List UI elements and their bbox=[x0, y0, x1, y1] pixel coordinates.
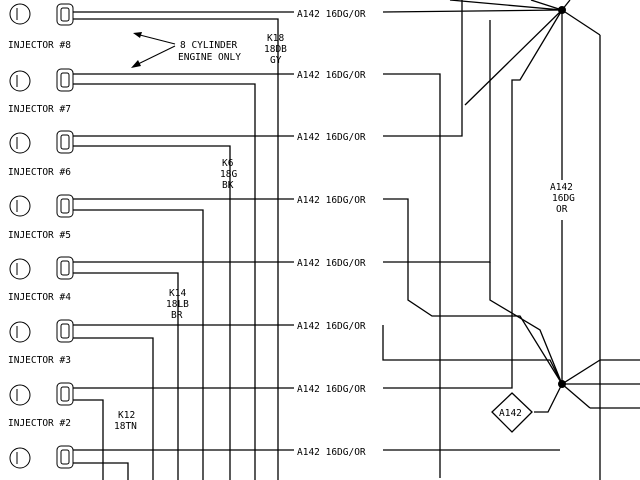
svg-text:18TN: 18TN bbox=[114, 421, 137, 432]
wire-label-k12: K12 18TN bbox=[114, 410, 137, 432]
svg-text:18LB: 18LB bbox=[166, 299, 189, 310]
reference-label: A142 bbox=[499, 408, 522, 419]
injector-6-wire-label: A142 16DG/OR bbox=[297, 132, 366, 143]
svg-text:K18: K18 bbox=[267, 33, 284, 44]
wire-label-k6: K6 18G BK bbox=[220, 158, 237, 191]
wire-label-a142-vertical: A142 16DG OR bbox=[548, 180, 580, 220]
svg-text:18DB: 18DB bbox=[264, 44, 287, 55]
injector-8-symbol bbox=[9, 3, 31, 25]
svg-text:BK: BK bbox=[222, 180, 234, 191]
injector-4-label: INJECTOR #4 bbox=[8, 292, 71, 303]
injector-7-connector-body bbox=[60, 72, 70, 88]
wire-label-k14: K14 18LB BR bbox=[166, 288, 189, 321]
injector-5-connector-body bbox=[60, 198, 70, 214]
note-arrow-up bbox=[135, 33, 176, 45]
note-line-1: 8 CYLINDER bbox=[180, 40, 237, 51]
reference-diamond bbox=[491, 392, 533, 433]
injector-1-symbol bbox=[9, 447, 31, 469]
injector-3-wire-label: A142 16DG/OR bbox=[297, 321, 366, 332]
injector-2-wire-label: A142 16DG/OR bbox=[297, 384, 366, 395]
injector-7-label: INJECTOR #7 bbox=[8, 104, 71, 115]
injector-6-connector-body bbox=[60, 134, 70, 150]
top-splice-dot bbox=[558, 6, 566, 14]
svg-text:OR: OR bbox=[556, 204, 568, 215]
injector-1[interactable]: A142 16DG/OR bbox=[9, 445, 366, 469]
injector-4-connector bbox=[56, 256, 74, 280]
injector-6-connector bbox=[56, 130, 74, 154]
svg-text:K14: K14 bbox=[169, 288, 186, 299]
svg-text:A142: A142 bbox=[550, 182, 573, 193]
injector-1-connector bbox=[56, 445, 74, 469]
injector-4-connector-body bbox=[60, 260, 70, 276]
injector-2[interactable]: INJECTOR #2 A142 16DG/OR bbox=[8, 382, 366, 429]
note-line-2: ENGINE ONLY bbox=[178, 52, 241, 63]
injector-5-wire-label: A142 16DG/OR bbox=[297, 195, 366, 206]
injector-7[interactable]: INJECTOR #7 A142 16DG/OR bbox=[8, 68, 366, 115]
injector-8-connector-body bbox=[60, 7, 70, 22]
injector-1-wire-label: A142 16DG/OR bbox=[297, 447, 366, 458]
injector-7-connector bbox=[56, 68, 74, 92]
injector-8-wire-label: A142 16DG/OR bbox=[297, 9, 366, 20]
injector-7-wire-label: A142 16DG/OR bbox=[297, 70, 366, 81]
note-arrow-down bbox=[133, 45, 176, 67]
svg-text:GY: GY bbox=[270, 55, 282, 66]
injector-6-label: INJECTOR #6 bbox=[8, 167, 71, 178]
injector-1-connector-body bbox=[60, 449, 70, 465]
injector-5-label: INJECTOR #5 bbox=[8, 230, 71, 241]
injector-4-symbol bbox=[9, 258, 31, 280]
injector-8[interactable]: INJECTOR #8 A142 16DG/OR bbox=[8, 3, 366, 51]
note-arrowhead-down bbox=[131, 60, 141, 68]
injector-5[interactable]: INJECTOR #5 A142 16DG/OR bbox=[8, 194, 366, 241]
svg-text:K6: K6 bbox=[222, 158, 234, 169]
injector-6[interactable]: INJECTOR #6 A142 16DG/OR bbox=[8, 130, 366, 178]
injector-7-symbol bbox=[9, 70, 31, 92]
injector-3-label: INJECTOR #3 bbox=[8, 355, 71, 366]
injector-5-symbol bbox=[9, 195, 31, 217]
cylinder-note: 8 CYLINDER ENGINE ONLY bbox=[131, 32, 241, 68]
injector-2-label: INJECTOR #2 bbox=[8, 418, 71, 429]
svg-text:18G: 18G bbox=[220, 169, 237, 180]
bottom-splice-dot bbox=[558, 380, 566, 388]
injector-8-connector bbox=[56, 3, 74, 26]
injector-5-connector bbox=[56, 194, 74, 218]
injector-2-connector-body bbox=[60, 386, 70, 402]
signal-wires bbox=[73, 18, 279, 480]
wire-label-k18: K18 18DB GY bbox=[264, 33, 287, 66]
svg-text:BR: BR bbox=[171, 310, 183, 321]
a142-branch-wires bbox=[73, 11, 294, 451]
svg-text:16DG: 16DG bbox=[552, 193, 575, 204]
injector-4[interactable]: INJECTOR #4 A142 16DG/OR bbox=[8, 256, 366, 303]
injector-2-connector bbox=[56, 382, 74, 406]
injector-3-symbol bbox=[9, 321, 31, 343]
note-arrowhead-up bbox=[133, 32, 142, 38]
injector-3-connector-body bbox=[60, 323, 70, 339]
injector-6-symbol bbox=[9, 132, 31, 154]
connector-reference[interactable]: A142 bbox=[491, 392, 533, 433]
injector-8-label: INJECTOR #8 bbox=[8, 40, 71, 51]
injector-2-symbol bbox=[9, 384, 31, 406]
injector-4-wire-label: A142 16DG/OR bbox=[297, 258, 366, 269]
injector-3[interactable]: INJECTOR #3 A142 16DG/OR bbox=[8, 319, 366, 366]
a142-routing bbox=[382, 0, 640, 480]
svg-text:K12: K12 bbox=[118, 410, 135, 421]
injector-3-connector bbox=[56, 319, 74, 343]
